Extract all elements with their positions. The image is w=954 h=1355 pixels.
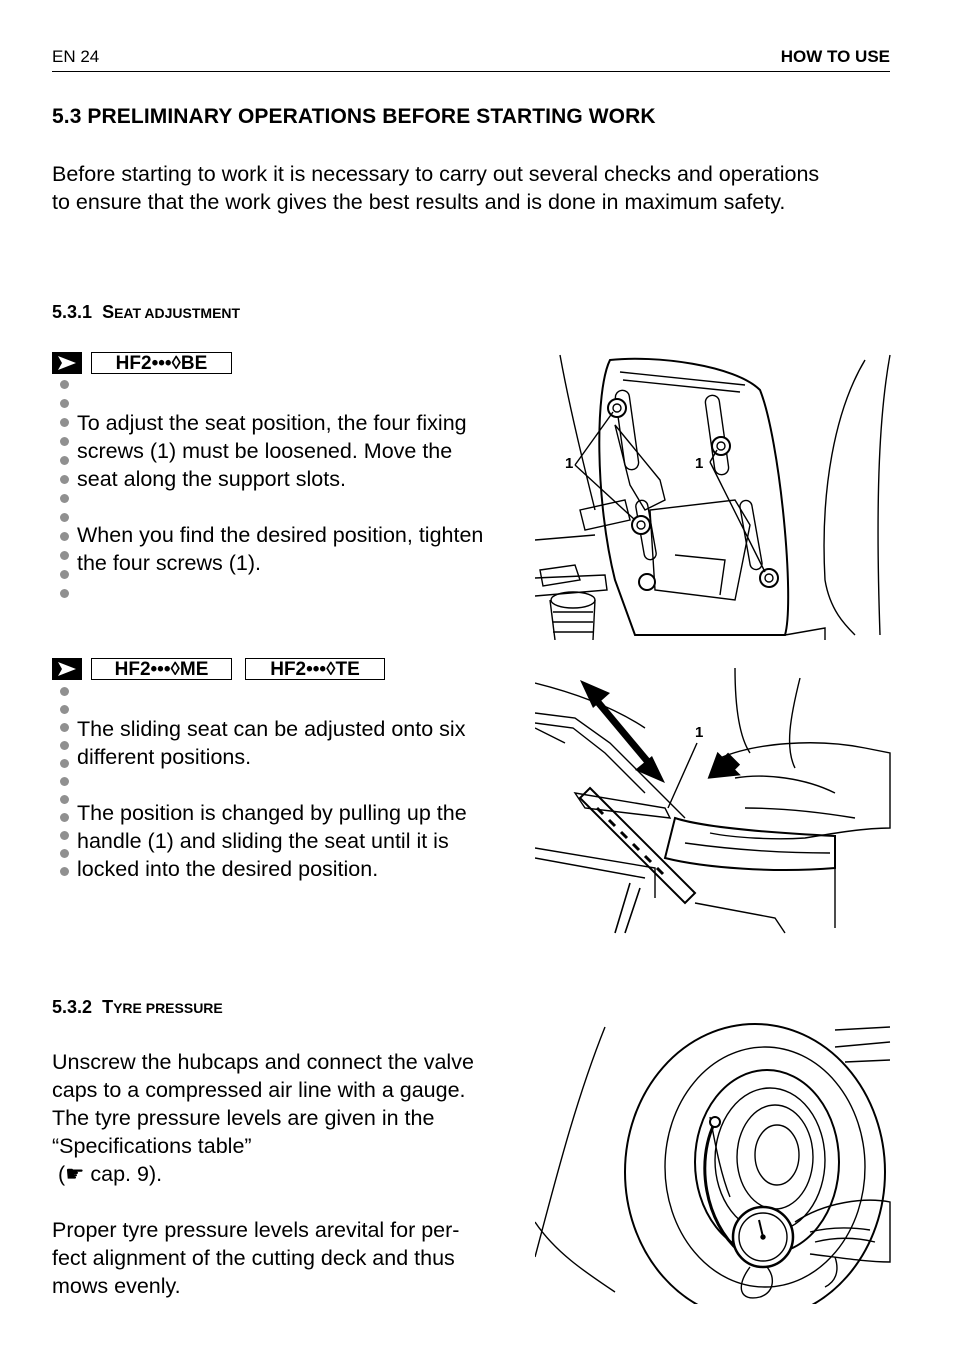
text-line: Unscrew the hubcaps and connect the valv… <box>52 1050 474 1074</box>
text-line: Proper tyre pressure levels arevital for… <box>52 1218 460 1242</box>
text-line: The tyre pressure levels are given in th… <box>52 1106 435 1130</box>
seat-screws-illustration <box>535 350 895 640</box>
sliding-seat-illustration <box>535 668 895 938</box>
margin-dot <box>60 494 69 503</box>
section-title: 5.3 PRELIMINARY OPERATIONS BEFORE STARTI… <box>52 105 656 128</box>
margin-dot <box>60 813 69 822</box>
subsection-rest: eat adjustment <box>114 305 241 321</box>
subsection-initial: S <box>102 302 115 322</box>
margin-dot <box>60 705 69 714</box>
callout-label: 1 <box>695 724 704 741</box>
margin-dot <box>60 551 69 560</box>
margin-dot <box>60 723 69 732</box>
text-line: handle (1) and sliding the seat until it… <box>77 829 449 853</box>
text-line: screws (1) must be loosened. Move the <box>77 439 453 463</box>
subsection-rest: yre pressure <box>113 1000 223 1016</box>
callout-label: 1 <box>565 455 574 472</box>
callout-label: 1 <box>695 455 704 472</box>
intro-line: Before starting to work it is necessary … <box>52 162 820 186</box>
subsection-title-seat: 5.3.1 Seat adjustment <box>52 302 240 323</box>
subsection-title-tyre: 5.3.2 Tyre pressure <box>52 997 223 1018</box>
text-line: The sliding seat can be adjusted onto si… <box>77 717 466 741</box>
margin-dot <box>60 418 69 427</box>
text-line: The position is changed by pulling up th… <box>77 801 467 825</box>
margin-dot <box>60 867 69 876</box>
subsection-initial: T <box>102 997 114 1017</box>
blank-line <box>77 493 483 521</box>
margin-dot <box>60 380 69 389</box>
text-line: the four screws (1). <box>77 551 261 575</box>
text-line: locked into the desired position. <box>77 857 379 881</box>
model-arrow-icon <box>52 658 82 680</box>
margin-dot <box>60 795 69 804</box>
subsection-number: 5.3.1 <box>52 302 93 322</box>
tyre-instructions: Unscrew the hubcaps and connect the valv… <box>52 1048 474 1300</box>
margin-dot <box>60 399 69 408</box>
text-line: different positions. <box>77 745 252 769</box>
text-line: When you find the desired position, tigh… <box>77 523 484 547</box>
intro-line: to ensure that the work gives the best r… <box>52 190 786 214</box>
page-number: EN 24 <box>52 47 100 66</box>
margin-dot <box>60 777 69 786</box>
model-badge: HF2•••◊BE <box>91 352 232 374</box>
margin-dot <box>60 687 69 696</box>
margin-dot <box>60 589 69 598</box>
margin-dot <box>60 475 69 484</box>
text-line: To adjust the seat position, the four fi… <box>77 411 467 435</box>
tyre-gauge-illustration <box>535 1022 895 1304</box>
text-line: seat along the support slots. <box>77 467 346 491</box>
section-intro: Before starting to work it is necessary … <box>52 160 819 216</box>
header-rule <box>52 71 890 72</box>
margin-dot <box>60 570 69 579</box>
seat-fixed-instructions: To adjust the seat position, the four fi… <box>77 409 483 577</box>
text-line: (☛ cap. 9). <box>52 1162 163 1186</box>
blank-line <box>52 1188 474 1216</box>
chapter-title: HOW TO USE <box>780 47 890 66</box>
margin-dot <box>60 456 69 465</box>
margin-dot <box>60 831 69 840</box>
subsection-number: 5.3.2 <box>52 997 93 1017</box>
model-arrow-icon <box>52 352 82 374</box>
margin-dot <box>60 437 69 446</box>
margin-dot <box>60 513 69 522</box>
margin-dot <box>60 759 69 768</box>
text-line: fect alignment of the cutting deck and t… <box>52 1246 455 1270</box>
seat-sliding-instructions: The sliding seat can be adjusted onto si… <box>77 715 467 883</box>
model-badge: HF2•••◊TE <box>245 658 385 680</box>
text-line: caps to a compressed air line with a gau… <box>52 1078 466 1102</box>
margin-dot <box>60 741 69 750</box>
text-line: “Specifications table” <box>52 1134 252 1158</box>
text-line: mows evenly. <box>52 1274 181 1298</box>
margin-dot <box>60 532 69 541</box>
margin-dot <box>60 849 69 858</box>
model-badge: HF2•••◊ME <box>91 658 232 680</box>
blank-line <box>77 771 467 799</box>
